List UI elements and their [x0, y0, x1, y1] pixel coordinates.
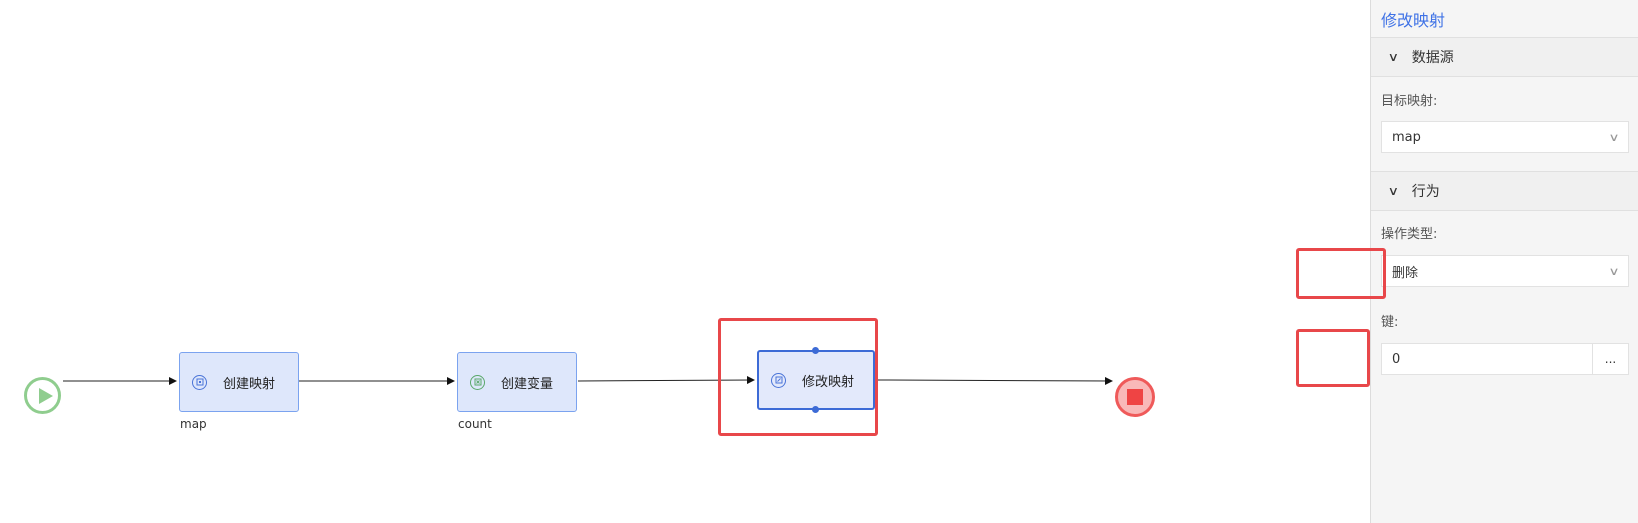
chevron-down-icon: ∨ [1608, 130, 1620, 144]
key-label: 键: [1381, 315, 1399, 330]
map-edit-node-icon [771, 372, 786, 388]
properties-panel: 修改映射 ∨ 数据源 目标映射: map ∨ ∨ 行为 操作类型: 删除 ∨ 键… [1296, 0, 1638, 523]
task-caption: count [458, 417, 492, 431]
key-input[interactable]: 0 [1381, 343, 1593, 375]
edge-create-var-to-modify-map [577, 376, 755, 385]
task-label: 创建映射 [223, 376, 276, 392]
target-map-select[interactable]: map ∨ [1381, 121, 1629, 153]
task-create-map[interactable]: 创建映射 [179, 352, 299, 412]
end-event[interactable] [1115, 377, 1155, 417]
section-title: 行为 [1411, 184, 1440, 200]
play-icon [39, 388, 53, 404]
chevron-down-icon: ∨ [1387, 184, 1400, 198]
chevron-down-icon: ∨ [1608, 264, 1620, 278]
panel-title: 修改映射 [1381, 11, 1446, 30]
chevron-down-icon: ∨ [1387, 50, 1400, 64]
select-value: 删除 [1392, 265, 1419, 281]
connection-handle-bottom[interactable] [812, 406, 819, 413]
section-header-datasource[interactable]: ∨ 数据源 [1371, 37, 1638, 77]
key-input-value: 0 [1392, 351, 1401, 367]
key-field: 0 ... [1381, 343, 1629, 375]
operation-type-select[interactable]: 删除 ∨ [1381, 255, 1629, 287]
section-header-behavior[interactable]: ∨ 行为 [1371, 171, 1638, 211]
workflow-canvas[interactable]: 创建映射 map 创建变量 count 修改映射 [0, 0, 1370, 523]
key-more-button[interactable]: ... [1593, 343, 1629, 375]
task-label: 修改映射 [802, 374, 855, 390]
target-map-label: 目标映射: [1381, 94, 1438, 109]
task-modify-map[interactable]: 修改映射 [757, 350, 875, 410]
map-node-icon [192, 374, 207, 390]
edges-layer [63, 376, 1113, 385]
edge-modify-map-to-end [877, 376, 1113, 385]
task-create-variable[interactable]: 创建变量 [457, 352, 577, 412]
connection-handle-top[interactable] [812, 347, 819, 354]
task-caption: map [180, 417, 207, 431]
variable-node-icon [470, 374, 485, 390]
select-value: map [1392, 129, 1421, 145]
task-label: 创建变量 [501, 376, 554, 392]
operation-type-label: 操作类型: [1381, 227, 1438, 242]
section-title: 数据源 [1411, 50, 1454, 66]
stop-icon [1127, 389, 1143, 405]
start-event[interactable] [24, 377, 61, 414]
